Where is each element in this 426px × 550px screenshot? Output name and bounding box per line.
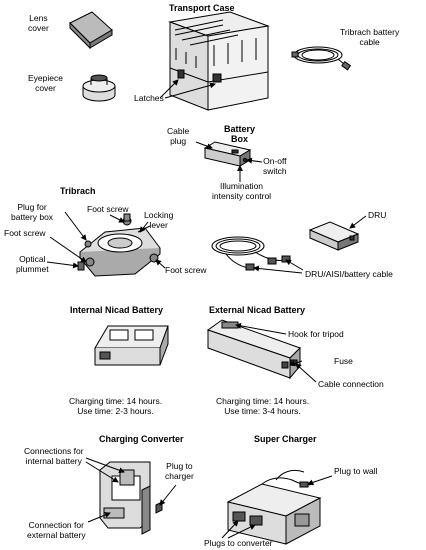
latches-label: Latches [134,93,164,103]
lens-cover-drawing [69,11,113,50]
internal-nicad-battery-drawing [94,325,169,366]
locking-lever-label: Locking lever [144,210,174,230]
internal-nicad-battery-title: Internal Nicad Battery [70,305,164,315]
dru-label: DRU [368,210,387,220]
plugs-to-converter-label: Plugs to converter [204,538,273,548]
leader-lines [46,79,367,539]
dru-cable-drawing [211,236,291,271]
plug-for-battery-box-label: Plug for battery box [11,202,54,222]
transport-case-title: Transport Case [169,3,235,13]
dru-drawing [308,221,360,251]
tribrach-battery-cable-label: Tribrach battery cable [340,27,400,47]
tribrach-title: Tribrach [60,186,96,196]
foot-screw-right-label: Foot screw [165,265,207,275]
battery-box-title: Battery Box [224,124,256,144]
eyepiece-cover-label: Eyepiece cover [28,73,63,93]
charging-converter-drawing [99,461,163,535]
fuse-label: Fuse [334,356,353,366]
plug-to-charger-label: Plug to charger [165,461,194,481]
tribrach-battery-cable-drawing [291,46,352,71]
internal-charging-info: Charging time: 14 hours. Use time: 2-3 h… [69,396,163,416]
lens-cover-label: Lens cover [28,13,49,33]
cable-connection-label: Cable connection [318,379,384,389]
charging-converter-title: Charging Converter [99,434,184,444]
tribrach-drawing [77,213,161,277]
external-nicad-battery-title: External Nicad Battery [209,305,306,315]
external-charging-info: Charging time: 14 hours. Use time: 3-4 h… [216,396,310,416]
illumination-control-label: Illumination intensity control [212,181,272,201]
cable-plug-label: Cable plug [167,126,190,146]
hook-for-tripod-label: Hook for tripod [288,329,344,339]
transport-case-drawing [168,11,270,111]
super-charger-title: Super Charger [254,434,317,444]
plug-to-wall-label: Plug to wall [334,466,378,476]
dru-cable-label: DRU/AISI/battery cable [305,269,393,279]
battery-box-drawing [203,141,252,167]
connection-external-label: Connection for external battery [27,520,86,540]
foot-screw-left-label: Foot screw [4,228,46,238]
optical-plummet-label: Optical plummet [16,254,49,274]
on-off-switch-label: On-off switch [263,156,287,176]
eyepiece-cover-drawing [82,74,116,102]
connections-internal-label: Connections for internal battery [24,446,84,466]
foot-screw-top-label: Foot screw [87,204,129,214]
super-charger-drawing [226,469,322,545]
